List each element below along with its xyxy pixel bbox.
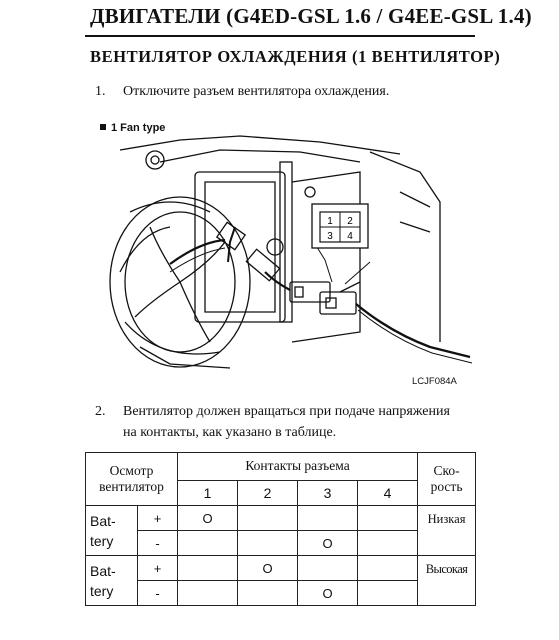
pin-cell <box>237 505 298 531</box>
pin-cell <box>356 555 419 581</box>
pin-cell <box>297 505 358 531</box>
pin-cell: O <box>177 505 238 531</box>
polarity-cell: - <box>137 530 178 556</box>
figure-label-text: 1 Fan type <box>111 122 166 134</box>
connector-pin-2: 2 <box>347 216 353 227</box>
pin-cell <box>177 580 238 606</box>
battery-label-line1: Bat- <box>90 562 116 579</box>
step-number: 2. <box>95 404 106 419</box>
col-header-speed: Ско- рость <box>417 452 477 506</box>
polarity-cell: + <box>137 555 178 581</box>
col-header-inspect-line1: Осмотр <box>109 463 154 478</box>
speed-cell: Высокая <box>417 555 477 606</box>
page-header-title: ДВИГАТЕЛИ (G4ED-GSL 1.6 / G4EE-GSL 1.4) <box>90 4 532 28</box>
step-text: Отключите разъем вентилятора охлаждения. <box>123 84 390 99</box>
table-row: Bat- tery + O Высокая <box>85 555 477 606</box>
pin-cell: O <box>297 530 358 556</box>
section-title: ВЕНТИЛЯТОР ОХЛАЖДЕНИЯ (1 ВЕНТИЛЯТОР) <box>90 47 501 66</box>
col-header-speed-line1: Ско- <box>433 463 460 478</box>
col-header-speed-line2: рость <box>430 479 463 494</box>
table-row: Bat- tery + O Низкая <box>85 505 477 556</box>
pin-header-4: 4 <box>356 479 419 507</box>
fan-test-table: Осмотр вентилятор Контакты разъема Ско- … <box>85 452 477 606</box>
bullet-square-icon <box>100 124 106 131</box>
speed-cell: Низкая <box>417 505 477 556</box>
pin-cell <box>297 555 358 581</box>
pin-cell <box>177 530 238 556</box>
table-row: - O <box>86 580 476 606</box>
polarity-cell: + <box>137 505 178 531</box>
pin-header-1: 1 <box>177 479 238 507</box>
pin-cell <box>356 530 419 556</box>
pin-cell <box>237 530 298 556</box>
col-header-contacts: Контакты разъема <box>176 452 419 481</box>
pin-cell: O <box>297 580 358 606</box>
pin-cell <box>356 505 419 531</box>
connector-pin-3: 3 <box>327 231 333 242</box>
pin-cell: O <box>237 555 298 581</box>
battery-label-line1: Bat- <box>90 512 116 529</box>
pin-cell <box>177 555 238 581</box>
step-text-line-2: на контакты, как указано в таблице. <box>123 425 337 440</box>
step-text: Вентилятор должен вращаться при подаче н… <box>123 404 450 419</box>
col-header-inspect-line2: вентилятор <box>99 479 164 494</box>
connector-pin-4: 4 <box>347 231 353 242</box>
figure-code: LCJF084A <box>412 376 457 387</box>
battery-label-line2: tery <box>90 582 114 599</box>
pin-cell <box>356 580 419 606</box>
battery-label-line2: tery <box>90 532 114 549</box>
figure-label: 1 Fan type <box>100 122 165 134</box>
table-row: - O <box>86 530 476 556</box>
polarity-cell: - <box>137 580 178 606</box>
connector-pin-1: 1 <box>327 216 333 227</box>
fan-connector-illustration: 1 2 3 4 <box>109 135 473 369</box>
step-number: 1. <box>95 84 106 99</box>
pin-header-2: 2 <box>237 479 298 507</box>
connector-pinout-detail: 1 2 3 4 <box>311 203 369 249</box>
battery-label: Bat- tery <box>85 505 138 556</box>
header-rule <box>85 35 475 37</box>
pin-cell <box>237 580 298 606</box>
col-header-inspect: Осмотр вентилятор <box>85 452 178 506</box>
battery-label: Bat- tery <box>85 555 138 606</box>
pin-header-3: 3 <box>297 479 358 507</box>
